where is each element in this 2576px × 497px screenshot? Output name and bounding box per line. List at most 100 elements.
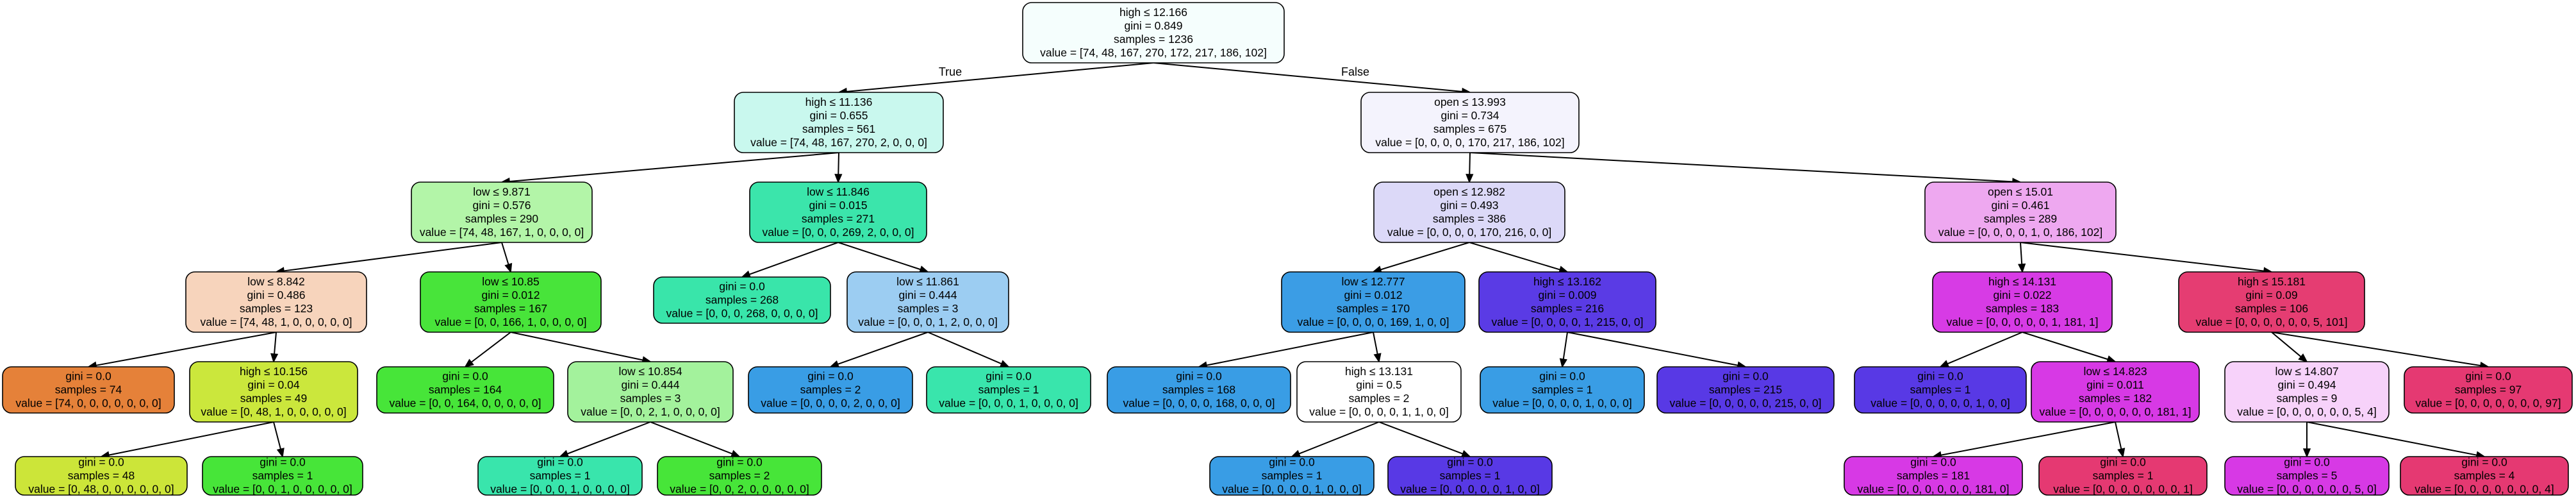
node-text-line: value = [0, 0, 0, 0, 0, 1, 0, 0] — [1870, 397, 2010, 410]
node-box — [1360, 92, 1580, 153]
node-text-line: high ≤ 15.181 — [2238, 275, 2306, 288]
tree-edge — [559, 421, 651, 458]
edge-arrowhead — [464, 358, 474, 368]
node-box — [1932, 271, 2113, 333]
node-text-line: gini = 0.0 — [1910, 456, 1956, 469]
node-text-line: value = [0, 0, 0, 0, 0, 0, 0, 97] — [2415, 397, 2561, 410]
node-text-line: value = [0, 0, 0, 1, 0, 0, 0, 0] — [939, 397, 1078, 410]
edge-line — [1562, 332, 1568, 360]
edge-arrowhead — [2302, 448, 2311, 458]
node-box — [749, 181, 927, 243]
node-text-line: gini = 0.0 — [1917, 370, 1963, 383]
node-text-line: value = [0, 0, 0, 0, 1, 0, 186, 102] — [1938, 226, 2102, 239]
edge-line — [838, 242, 921, 271]
node-text-line: gini = 0.012 — [482, 289, 540, 301]
node-text-line: gini = 0.0 — [65, 370, 111, 383]
tree-edge — [2271, 332, 2308, 363]
node-text-line: gini = 0.655 — [810, 109, 868, 122]
node-text-line: gini = 0.0 — [2465, 370, 2511, 383]
node-text-line: samples = 3 — [898, 302, 959, 315]
node-text-line: gini = 0.0 — [719, 280, 765, 293]
edge-labels-layer: True False — [939, 65, 1369, 78]
node-text-line: gini = 0.0 — [537, 456, 583, 469]
node-text-line: samples = 1 — [1440, 469, 1501, 482]
edge-line — [2271, 332, 2481, 367]
node-text-line: high ≤ 11.136 — [805, 96, 873, 108]
tree-edge — [2020, 242, 2273, 275]
edge-line — [748, 242, 839, 275]
node-text-line: samples = 97 — [2455, 383, 2522, 396]
tree-edge — [1932, 421, 2116, 459]
tree-edge — [2302, 422, 2311, 458]
node-text-line: samples = 268 — [706, 294, 779, 307]
node-text-line: value = [74, 48, 167, 1, 0, 0, 0, 0] — [420, 226, 584, 239]
edge-arrowhead — [2298, 353, 2308, 363]
tree-edge — [741, 242, 839, 278]
node-box — [567, 361, 734, 423]
edge-line — [2020, 242, 2265, 272]
node-text-line: samples = 1 — [978, 383, 1039, 396]
node-box — [1478, 271, 1656, 333]
node-text-line: value = [0, 48, 0, 0, 0, 0, 0, 0] — [28, 483, 174, 496]
node-text-line: value = [0, 0, 0, 0, 0, 0, 181, 1] — [2040, 405, 2192, 418]
node-text-line: open ≤ 13.993 — [1434, 96, 1506, 108]
node-text-line: samples = 386 — [1433, 212, 1506, 225]
node-text-line: value = [0, 0, 0, 0, 2, 0, 0, 0] — [761, 397, 900, 410]
edge-line — [1947, 332, 2023, 365]
node-text-line: high ≤ 10.156 — [240, 365, 308, 378]
node-text-line: low ≤ 8.842 — [247, 275, 304, 288]
node-text-line: gini = 0.444 — [899, 289, 957, 301]
node-text-line: gini = 0.0 — [442, 370, 488, 383]
node-text-line: value = [0, 0, 0, 0, 0, 0, 5, 4] — [2237, 405, 2376, 418]
node-box — [2178, 271, 2365, 333]
node-text-line: samples = 215 — [1709, 383, 1782, 396]
edge-arrowhead — [270, 353, 279, 363]
edges-layer — [87, 62, 2489, 459]
node-box — [2, 366, 175, 414]
node-text-line: gini = 0.0 — [2100, 456, 2146, 469]
node-text-line: high ≤ 13.162 — [1533, 275, 1601, 288]
node-text-line: gini = 0.0 — [1447, 456, 1493, 469]
tree-edge — [275, 242, 502, 275]
node-text-line: value = [74, 48, 1, 0, 0, 0, 0, 0] — [201, 316, 352, 328]
edge-line — [1153, 62, 1463, 92]
node-box — [420, 271, 602, 333]
node-box — [1373, 181, 1565, 243]
edge-line — [509, 152, 839, 182]
edge-arrowhead — [2018, 263, 2026, 273]
node-text-line: high ≤ 13.131 — [1345, 365, 1413, 378]
edge-arrowhead — [504, 263, 513, 273]
node-text-line: gini = 0.0 — [2461, 456, 2507, 469]
edge-line — [566, 421, 651, 455]
node-text-line: samples = 4 — [2454, 469, 2515, 482]
node-box — [15, 456, 188, 496]
node-text-line: samples = 183 — [1986, 302, 2059, 315]
node-text-line: samples = 1 — [1910, 383, 1971, 396]
node-text-line: low ≤ 10.854 — [618, 365, 682, 378]
node-text-line: gini = 0.0 — [78, 456, 124, 469]
edge-line — [837, 332, 929, 365]
node-box — [926, 366, 1091, 414]
tree-edge — [270, 332, 279, 363]
tree-edge — [2022, 332, 2117, 363]
node-text-line: gini = 0.734 — [1441, 109, 1499, 122]
node-text-line: samples = 164 — [429, 383, 502, 396]
node-text-line: samples = 290 — [465, 212, 539, 225]
node-text-line: samples = 170 — [1337, 302, 1410, 315]
edge-line — [2271, 332, 2302, 358]
